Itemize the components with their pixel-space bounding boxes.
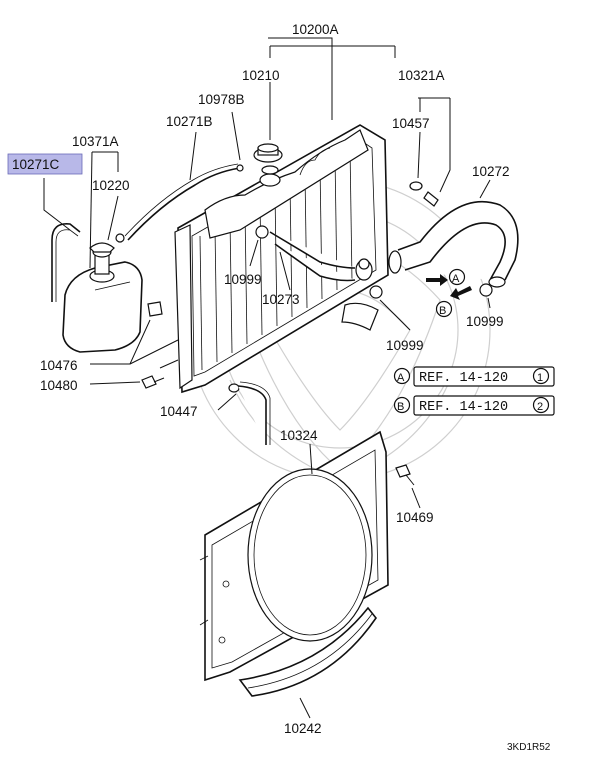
arrow-markers: A B — [435, 268, 466, 318]
label-10321A: 10321A — [398, 68, 445, 83]
lower-hose — [388, 200, 519, 288]
ref-a-number: 1 — [537, 372, 543, 384]
ref-b-number: 2 — [537, 401, 543, 413]
label-10469: 10469 — [396, 510, 434, 525]
diagram-code: 3KD1R52 — [507, 742, 551, 753]
radiator-cap — [253, 143, 283, 163]
label-10210: 10210 — [242, 68, 280, 83]
label-10999-center: 10999 — [386, 338, 424, 353]
label-10242: 10242 — [284, 721, 322, 736]
radiator — [174, 124, 389, 394]
fan-shroud — [199, 430, 389, 682]
flow-arrows — [426, 274, 472, 300]
label-10273: 10273 — [262, 292, 300, 307]
reference-a: A REF. 14-120 1 — [393, 366, 555, 387]
part-labels: 10200A 10210 10321A 10978B 10271B 10457 … — [12, 22, 510, 736]
radiator-fins — [199, 146, 353, 371]
drain-hose — [237, 381, 271, 445]
label-10978B: 10978B — [198, 92, 245, 107]
ref-b-letter: B — [397, 401, 404, 413]
drain-plug — [409, 181, 439, 207]
label-10271C: 10271C — [12, 157, 60, 172]
label-10999-right: 10999 — [466, 314, 504, 329]
label-10476: 10476 — [40, 358, 78, 373]
bolts — [141, 301, 415, 486]
clamps — [255, 225, 493, 299]
label-10371A: 10371A — [72, 134, 119, 149]
label-10271B: 10271B — [166, 114, 213, 129]
upper-hose — [269, 231, 356, 282]
label-10999-left: 10999 — [224, 272, 262, 287]
lower-shroud — [238, 606, 377, 697]
arrow-b-letter: B — [439, 305, 446, 317]
label-10272: 10272 — [472, 164, 510, 179]
ref-b-text: REF. 14-120 — [419, 400, 508, 415]
reserve-tank — [62, 242, 143, 353]
label-10324: 10324 — [280, 428, 318, 443]
label-10220: 10220 — [92, 178, 130, 193]
label-10200A: 10200A — [292, 22, 339, 37]
reference-b: B REF. 14-120 2 — [393, 395, 555, 416]
highlight-box — [7, 153, 83, 175]
label-10480: 10480 — [40, 378, 78, 393]
overflow-hose-b — [115, 163, 244, 243]
ref-a-letter: A — [397, 372, 405, 384]
label-10457: 10457 — [392, 116, 430, 131]
leader-lines — [43, 37, 491, 719]
label-10447: 10447 — [160, 404, 198, 419]
ref-a-text: REF. 14-120 — [419, 371, 508, 386]
arrow-a-letter: A — [452, 273, 460, 285]
